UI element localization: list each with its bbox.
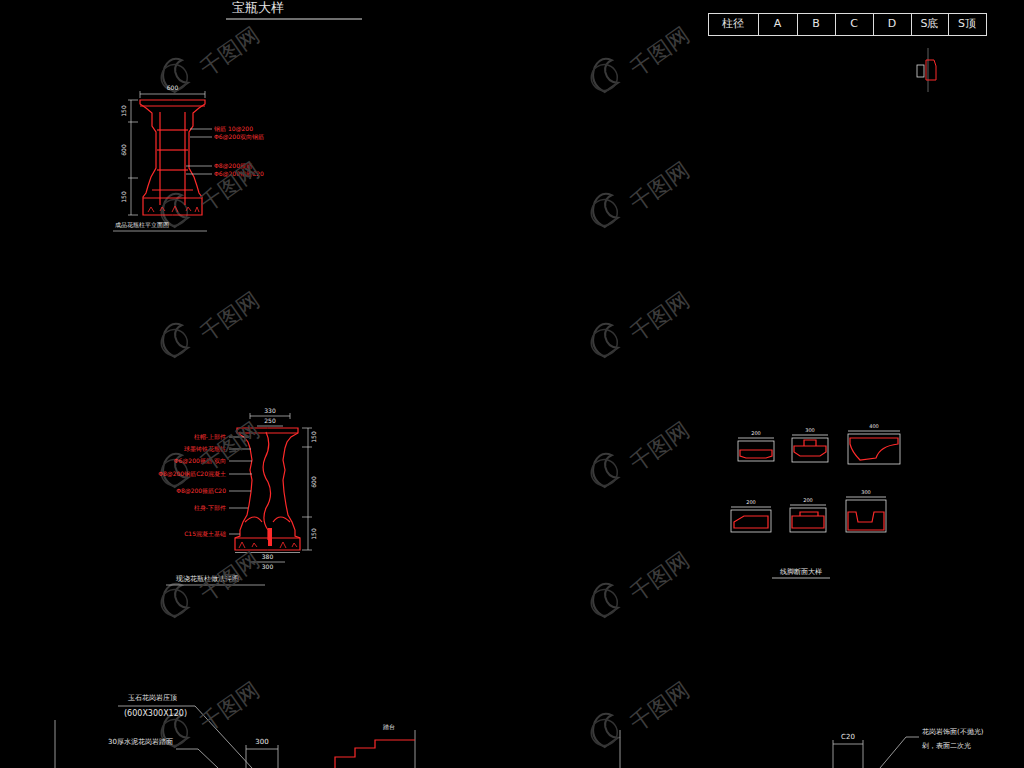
- watermark-logos: [154, 55, 625, 751]
- title-underline: [226, 19, 362, 20]
- dimension: 400: [869, 424, 879, 429]
- material-note: 玉石花岗岩压顶: [128, 695, 177, 702]
- watermark: 千图网: [197, 289, 264, 345]
- material-note: 剁，表面二次光: [922, 743, 971, 750]
- dimension: 150: [121, 191, 127, 202]
- dimension: 200: [803, 498, 813, 503]
- dimension: C20: [841, 734, 855, 741]
- dimension: 300: [255, 739, 268, 746]
- part-name: 踏台: [383, 724, 395, 730]
- table-cell: S底: [921, 18, 939, 29]
- watermark: 千图网: [197, 24, 264, 80]
- table-cell: B: [812, 18, 820, 29]
- watermark: 千图网: [627, 419, 694, 475]
- dimension: 250: [264, 418, 275, 424]
- figure-caption: 线脚断面大样: [780, 569, 822, 576]
- table-cell: D: [888, 18, 896, 29]
- baluster-elevation-1: [113, 91, 212, 231]
- dimension-table: [709, 14, 987, 36]
- stair-details: [55, 706, 919, 768]
- watermark: 千图网: [627, 549, 694, 605]
- part-note: C15混凝土基础: [184, 531, 226, 537]
- table-cell: 柱径: [722, 18, 744, 29]
- moulding-profiles: [731, 431, 900, 578]
- material-note: 30厚水泥花岗岩踏面: [108, 739, 173, 746]
- drawing-title: 宝瓶大样: [232, 1, 284, 14]
- dimension: 300: [262, 564, 273, 570]
- dimension: 600: [311, 476, 317, 487]
- rebar-note: 钢筋 10@200: [214, 126, 253, 132]
- dowel-bar: [268, 528, 272, 546]
- dimension: 150: [311, 431, 317, 442]
- figure-caption: 成品花瓶柱平立面图: [115, 222, 169, 228]
- watermark: 千图网: [627, 159, 694, 215]
- part-note: Φ8@200钢筋C20混凝土: [158, 471, 226, 477]
- watermark: 千图网: [197, 549, 264, 605]
- dimension: 200: [751, 431, 761, 436]
- dimension: 380: [262, 554, 273, 560]
- dimension: 300: [861, 490, 871, 495]
- table-cell: C: [850, 18, 858, 29]
- watermark: 千图网: [627, 679, 694, 735]
- watermark: 千图网: [197, 419, 264, 475]
- dimension: 600: [121, 144, 127, 155]
- watermark: 千图网: [197, 679, 264, 735]
- dimension: 150: [121, 105, 127, 116]
- dimension: 300: [805, 428, 815, 433]
- rebar-note: Φ6@200双向钢筋: [214, 134, 264, 140]
- part-note: 柱身-下部件: [194, 505, 226, 511]
- dimension: 200: [746, 500, 756, 505]
- material-note: (600X300X120): [124, 710, 187, 718]
- small-profile: [917, 48, 936, 92]
- material-note: 花岗岩饰面(不抛光): [922, 729, 983, 736]
- table-cell: S顶: [958, 18, 976, 29]
- watermark: 千图网: [627, 24, 694, 80]
- dimension: 330: [264, 408, 275, 414]
- dimension: 600: [167, 85, 178, 91]
- dimension: 150: [311, 528, 317, 539]
- table-cell: A: [774, 18, 782, 29]
- watermark: 千图网: [627, 289, 694, 345]
- part-note: Φ8@200箍筋C20: [176, 488, 226, 494]
